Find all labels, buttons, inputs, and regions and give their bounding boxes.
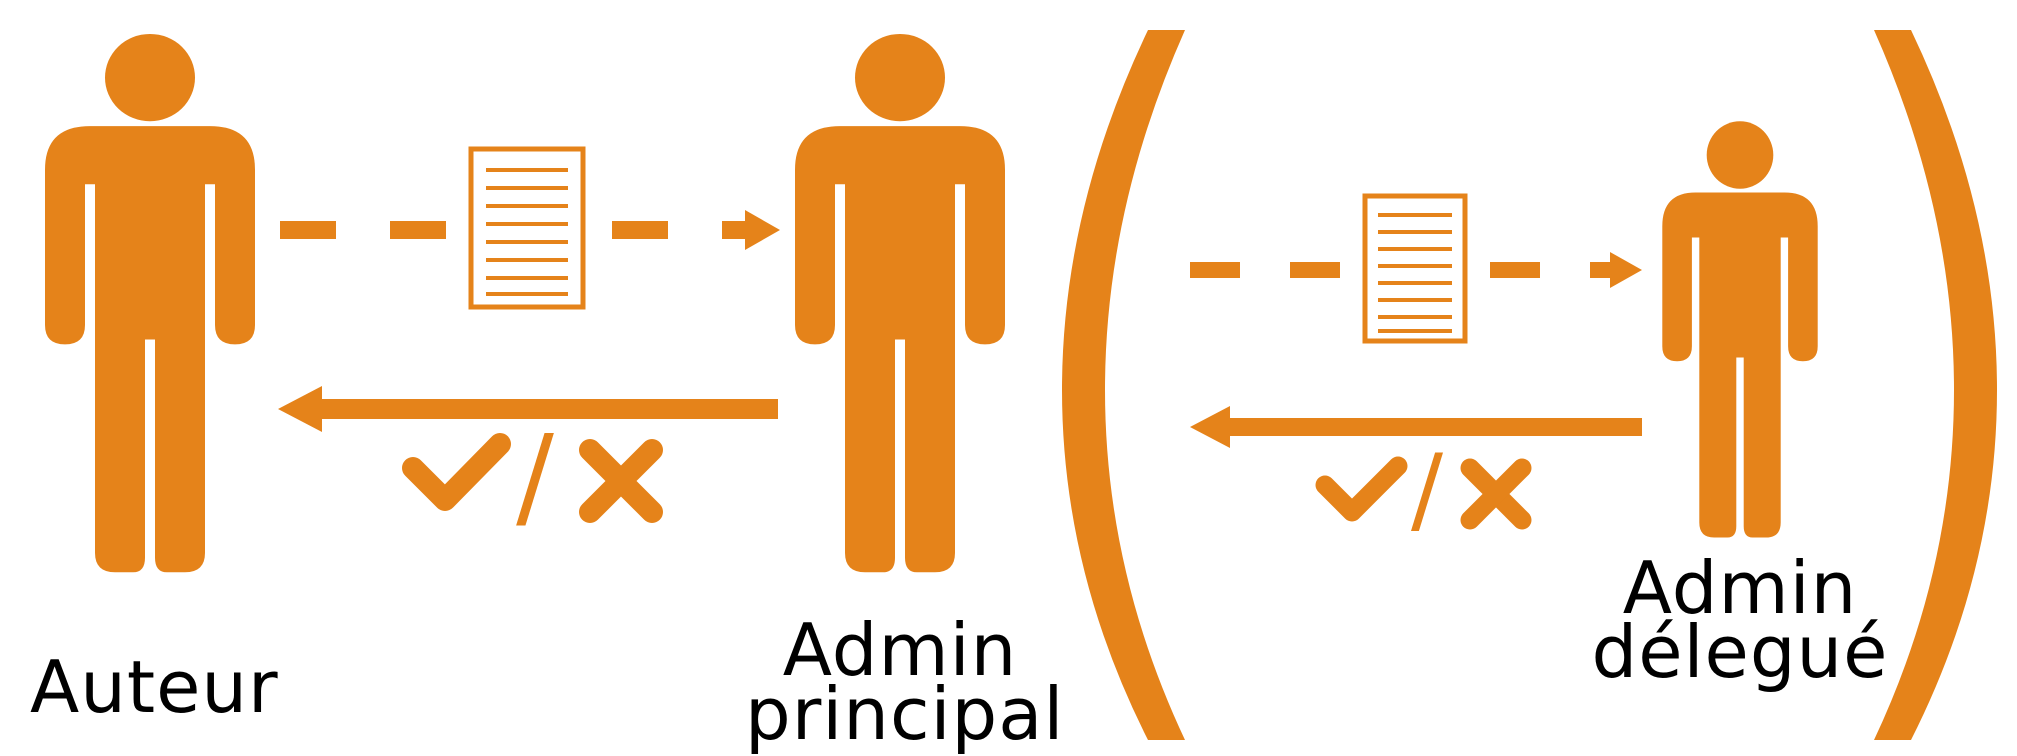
delegated-admin-label-line1: Admin	[1622, 546, 1858, 630]
right-parenthesis	[1874, 30, 1997, 740]
main-admin-person-icon	[795, 33, 1005, 573]
author-label: Auteur	[30, 645, 279, 729]
delegated-approve-reject-symbols: /	[1315, 435, 1532, 545]
delegated-admin-label-line2: délegué	[1591, 610, 1889, 694]
delegated-decision-separator: /	[1411, 435, 1443, 545]
main-admin-label-line2: principal	[745, 672, 1065, 756]
delegated-document-icon	[1362, 193, 1468, 344]
approve-reject-symbols: /	[402, 412, 663, 542]
document-icon	[468, 146, 586, 310]
decision-return-arrow	[278, 386, 778, 432]
main-admin-label: Admin principal	[745, 608, 1065, 756]
delegated-check-icon	[1315, 456, 1408, 522]
cross-icon	[579, 439, 663, 523]
decision-separator: /	[516, 412, 554, 542]
submit-dashed-arrow	[280, 210, 780, 250]
left-parenthesis	[1062, 30, 1185, 740]
check-icon	[402, 433, 511, 511]
delegated-cross-icon	[1460, 458, 1532, 530]
author-person-icon	[45, 33, 255, 573]
delegated-return-arrow	[1190, 406, 1642, 448]
delegated-admin-person-icon	[1662, 121, 1818, 538]
main-admin-label-line1: Admin	[782, 608, 1018, 692]
delegate-dashed-arrow	[1190, 252, 1642, 288]
delegated-admin-label: Admin délegué	[1590, 546, 1890, 694]
